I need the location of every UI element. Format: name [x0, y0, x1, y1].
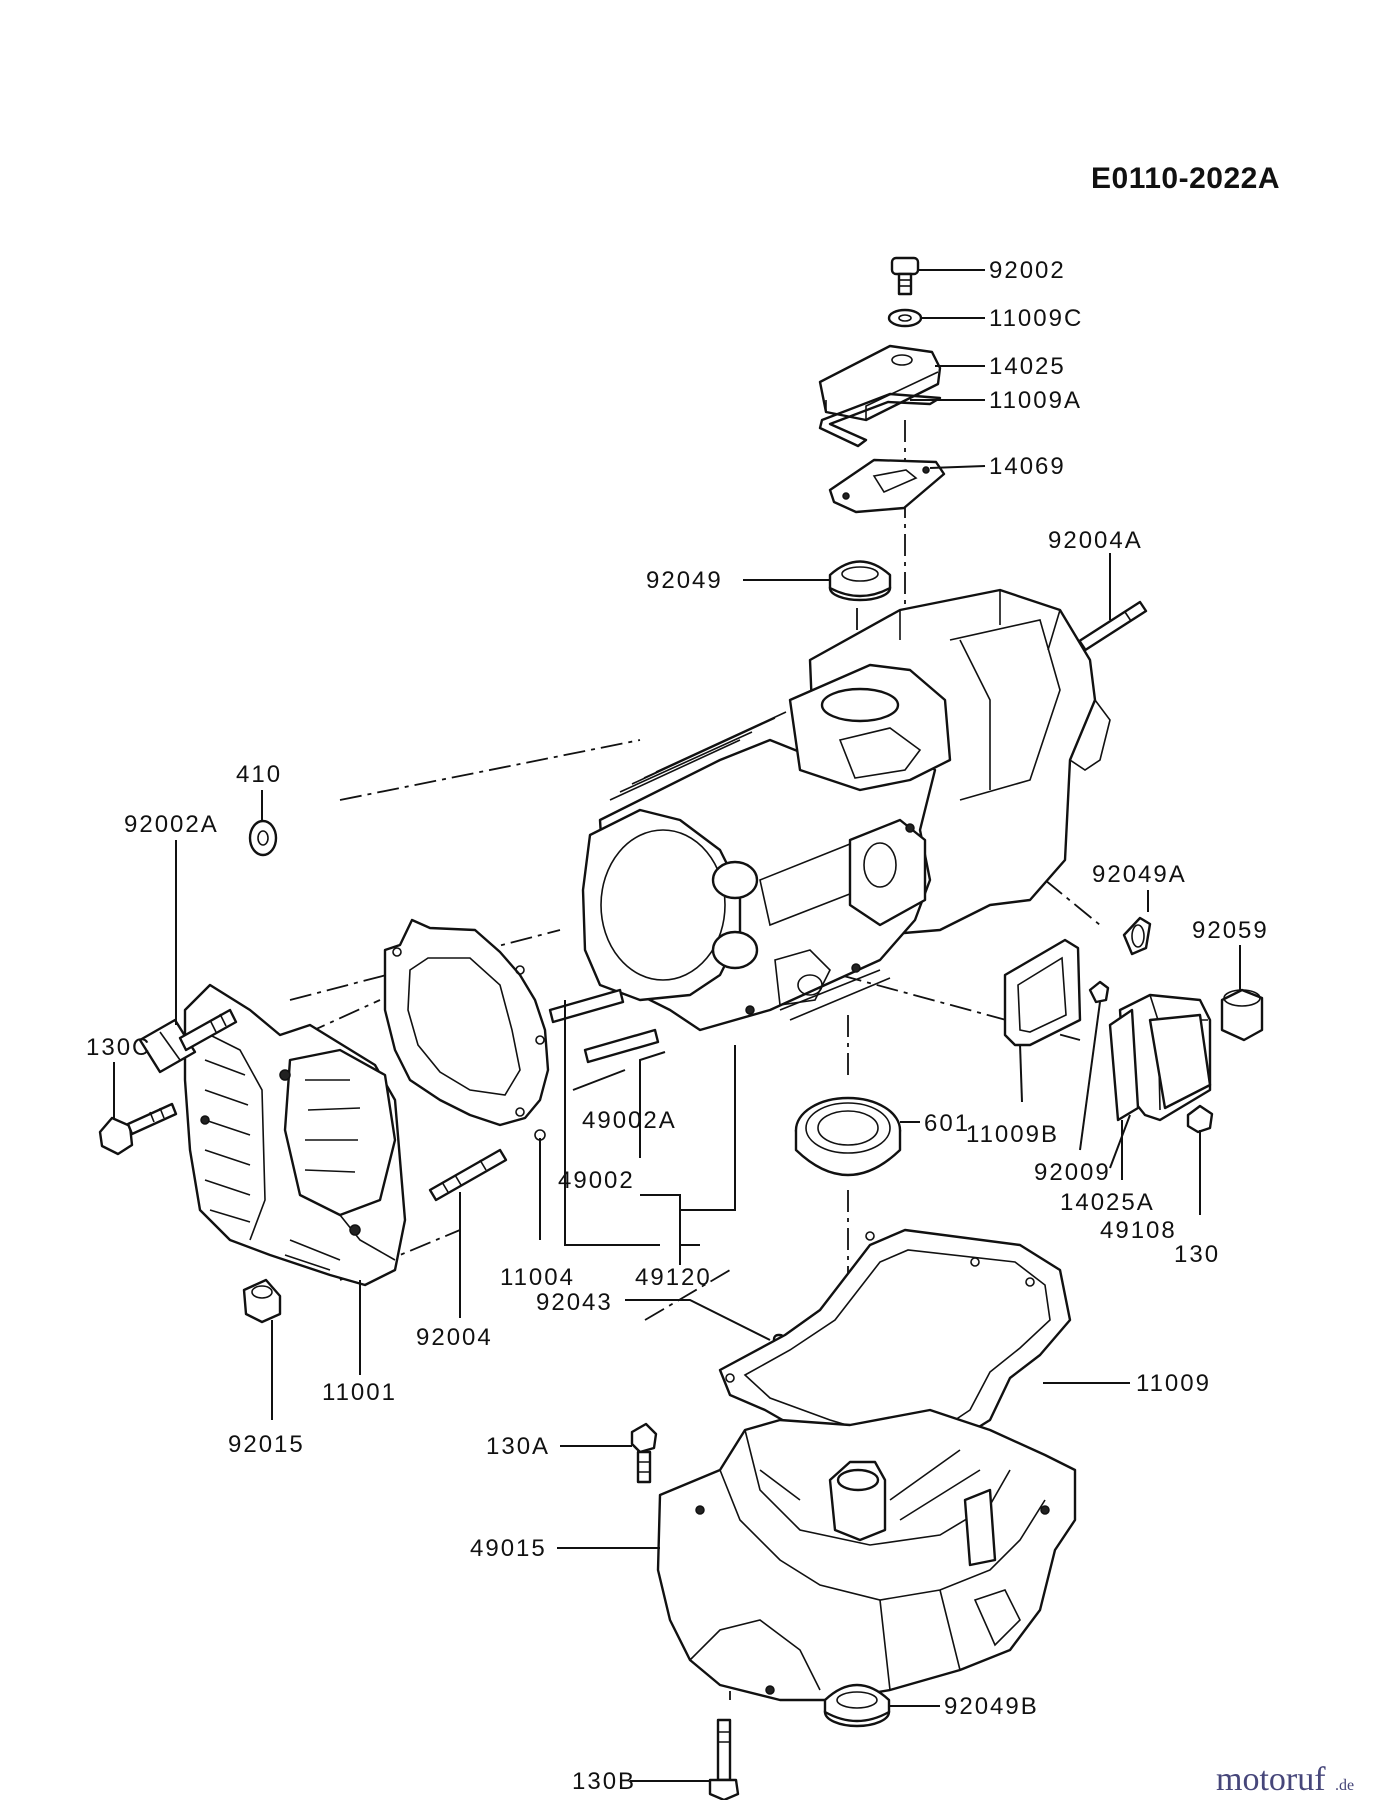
- callout-92059: 92059: [1192, 917, 1269, 944]
- sleeve-92059: [1220, 988, 1264, 1042]
- callout-49120: 49120: [635, 1264, 712, 1291]
- bolt-92009: [1088, 980, 1110, 1004]
- bolt-130b: [708, 1718, 740, 1802]
- breather-bolt: [890, 256, 920, 296]
- reed-plate: [828, 458, 946, 514]
- callout-14025: 14025: [989, 353, 1066, 380]
- cylinder-head-11001: [183, 983, 407, 1287]
- breather-cover: [818, 344, 942, 422]
- bolt-130a: [630, 1422, 658, 1484]
- callout-92009: 92009: [1034, 1159, 1111, 1186]
- callout-11009: 11009: [1136, 1370, 1211, 1397]
- oil-pan-49015: [656, 1408, 1077, 1702]
- plate-49108: [1108, 1008, 1140, 1122]
- callout-14025a: 14025A: [1060, 1189, 1155, 1216]
- callout-92015: 92015: [228, 1431, 305, 1458]
- breather-cover-14025a: [1118, 993, 1212, 1122]
- bolt-130: [1186, 1104, 1214, 1134]
- callout-92002a: 92002A: [124, 811, 219, 838]
- bolt-92002a: [138, 1008, 238, 1074]
- callout-130: 130: [1174, 1241, 1220, 1268]
- callout-92049: 92049: [646, 567, 723, 594]
- watermark-suffix: .de: [1335, 1777, 1354, 1794]
- crankcase-block: [581, 588, 1111, 1032]
- callout-92002: 92002: [989, 257, 1066, 284]
- oil-seal-92049b: [823, 1683, 891, 1728]
- watermark-text: motoruf: [1216, 1761, 1326, 1798]
- bolt-130c: [98, 1102, 178, 1156]
- gasket-11009b: [1003, 938, 1082, 1047]
- oil-seal-92049a: [1122, 916, 1152, 956]
- diagram-code: E0110-2022A: [1091, 162, 1280, 195]
- callout-92049b: 92049B: [944, 1693, 1039, 1720]
- callout-14069: 14069: [989, 453, 1066, 480]
- callout-labels: 92002 11009C 14025 11009A 14069 92004A 9…: [86, 257, 1269, 1795]
- callout-49015: 49015: [470, 1535, 547, 1562]
- callout-11009c: 11009C: [989, 305, 1083, 332]
- leader-lines: [113, 269, 1241, 1782]
- callout-410: 410: [236, 761, 282, 788]
- callout-92004a: 92004A: [1048, 527, 1143, 554]
- callout-92043: 92043: [536, 1289, 613, 1316]
- washer-11009c: [887, 308, 923, 328]
- callout-49108: 49108: [1100, 1217, 1177, 1244]
- oil-seal-92049: [828, 560, 892, 602]
- callout-49002: 49002: [558, 1167, 635, 1194]
- callout-11001: 11001: [322, 1379, 397, 1406]
- callout-92049a: 92049A: [1092, 861, 1187, 888]
- callout-130a: 130A: [486, 1433, 550, 1460]
- pushrods: [548, 988, 660, 1064]
- washer-410: [248, 819, 278, 857]
- callout-130c: 130C: [86, 1034, 151, 1061]
- callout-11009b: 11009B: [966, 1121, 1059, 1148]
- gasket-11009a: [818, 392, 942, 448]
- callout-11009a: 11009A: [989, 387, 1082, 414]
- watermark-logo: motoruf .de: [1216, 1761, 1354, 1798]
- ball-bearing-601: [794, 1096, 902, 1177]
- sleeve-92015: [242, 1278, 282, 1324]
- callout-49002a: 49002A: [582, 1107, 677, 1134]
- callout-130b: 130B: [572, 1768, 636, 1795]
- callout-92004: 92004: [416, 1324, 493, 1351]
- stud-92004: [428, 1148, 508, 1202]
- head-gasket-11004: [383, 918, 550, 1141]
- callout-11004: 11004: [500, 1264, 575, 1291]
- callout-601: 601: [924, 1110, 970, 1137]
